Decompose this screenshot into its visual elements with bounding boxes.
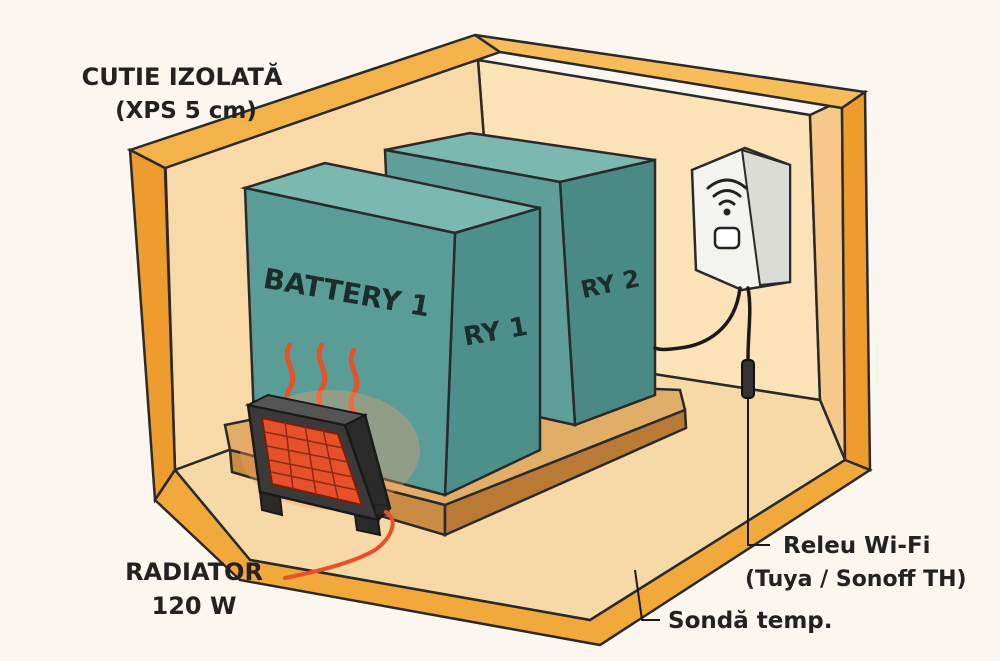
relay-power-cable	[653, 286, 742, 352]
radiator-grill-lines	[264, 420, 358, 500]
relay-side	[740, 148, 791, 287]
temp-probe	[741, 359, 755, 399]
leader-lines	[634, 398, 770, 621]
wifi-dot	[723, 208, 731, 216]
radiator-name-label: RADIATOR	[125, 558, 263, 586]
radiator-cord	[283, 510, 395, 580]
wifi-relay	[690, 146, 792, 292]
pallet-side	[443, 408, 688, 537]
relay-button	[713, 226, 741, 250]
box-right-wall-edge	[840, 89, 872, 472]
relay-model-label: (Tuya / Sonoff TH)	[745, 567, 967, 592]
relay-name-label: Releu Wi-Fi	[783, 533, 931, 559]
box-front-lip	[153, 458, 873, 647]
wifi-icon	[706, 178, 748, 206]
battery-1	[240, 161, 542, 498]
battery-1-side	[443, 206, 542, 498]
radiator-top	[244, 393, 369, 427]
radiator-power-label: 120 W	[152, 592, 237, 620]
box-subtitle-label: (XPS 5 cm)	[115, 98, 257, 124]
probe-label: Sondă temp.	[668, 608, 833, 634]
box-title-label: CUTIE IZOLATĂ	[82, 61, 283, 91]
radiator-heater	[240, 390, 420, 537]
probe-cable	[746, 286, 752, 362]
